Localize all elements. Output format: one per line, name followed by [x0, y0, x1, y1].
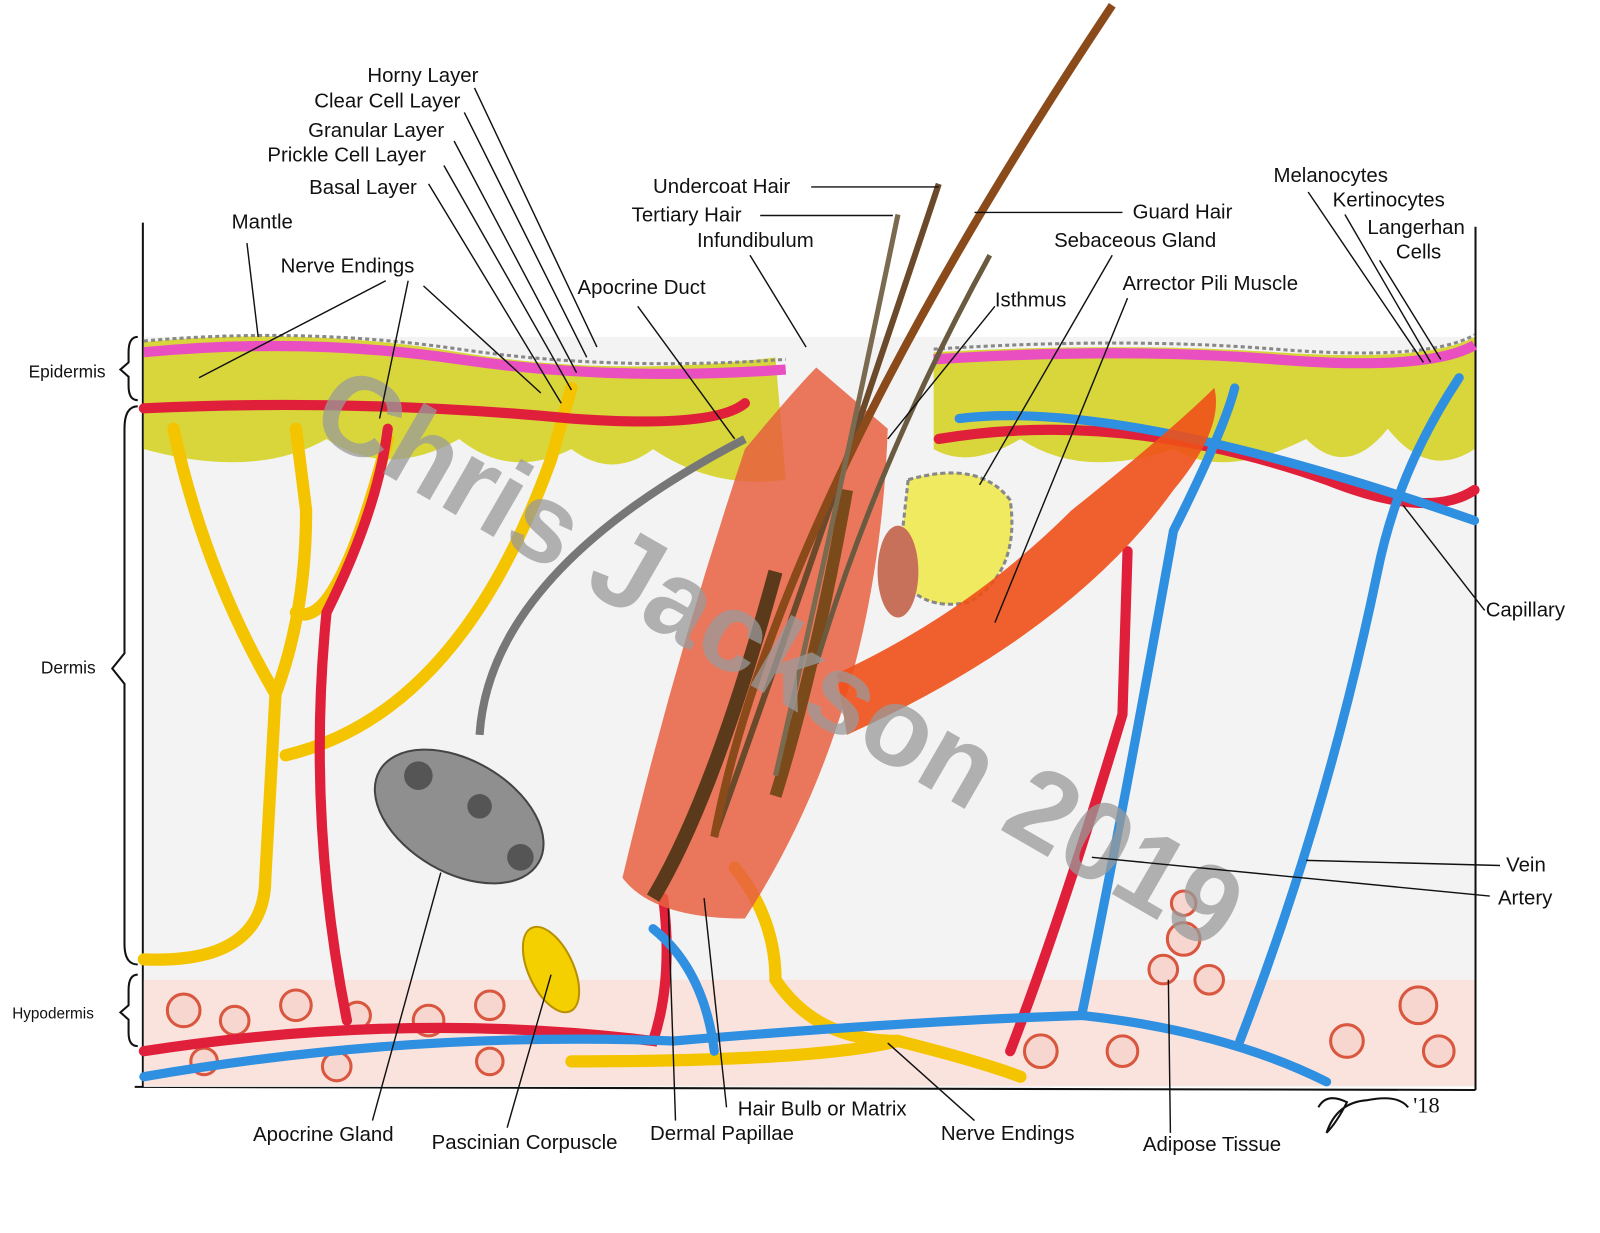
hypodermis-brace-icon: [118, 973, 138, 1048]
apocrine-gland: [373, 435, 747, 885]
label-adipose-tissue: Adipose Tissue: [1143, 1134, 1281, 1156]
label-melanocytes: Melanocytes: [1273, 165, 1387, 187]
label-vein: Vein: [1506, 855, 1546, 877]
label-epidermis: Epidermis: [29, 362, 106, 382]
label-hair-bulb: Hair Bulb or Matrix: [738, 1098, 907, 1120]
label-mantle: Mantle: [232, 212, 293, 234]
label-granular-layer: Granular Layer: [308, 120, 444, 142]
label-sebaceous-gland: Sebaceous Gland: [1054, 230, 1216, 252]
hair-follicle: [622, 3, 1116, 919]
pascinian-corpuscle: [521, 925, 581, 1014]
label-prickle-cell-layer: Prickle Cell Layer: [267, 144, 426, 166]
label-artery: Artery: [1498, 887, 1553, 909]
label-langerhan: Langerhan: [1367, 217, 1465, 239]
sebaceous-gland: [877, 471, 1014, 618]
leader-lines: [198, 87, 1501, 1133]
arteries: [138, 398, 1480, 1057]
label-pascinian-corpuscle: Pascinian Corpuscle: [432, 1132, 618, 1154]
undercoat-hair: [711, 182, 942, 838]
label-nerve-endings-bottom: Nerve Endings: [941, 1123, 1075, 1145]
arrector-pili-muscle: [836, 387, 1216, 735]
label-cells: Cells: [1396, 241, 1441, 263]
labels: Horny Layer Clear Cell Layer Granular La…: [12, 65, 1566, 1156]
label-hypodermis: Hypodermis: [12, 1006, 94, 1023]
label-arrector-pili-muscle: Arrector Pili Muscle: [1122, 273, 1298, 295]
label-guard-hair: Guard Hair: [1133, 202, 1233, 224]
label-apocrine-duct: Apocrine Duct: [578, 277, 706, 299]
label-clear-cell-layer: Clear Cell Layer: [314, 90, 460, 112]
label-horny-layer: Horny Layer: [367, 65, 478, 87]
artist-signature: '18: [1317, 1092, 1440, 1134]
label-isthmus: Isthmus: [995, 289, 1066, 311]
signature-year: '18: [1413, 1092, 1439, 1117]
label-apocrine-gland: Apocrine Gland: [253, 1124, 394, 1146]
label-tertiary-hair: Tertiary Hair: [632, 205, 742, 227]
layer-brackets: [110, 335, 138, 1048]
label-basal-layer: Basal Layer: [309, 177, 417, 199]
tertiary-hair: [773, 213, 901, 777]
label-dermis: Dermis: [41, 658, 96, 678]
label-undercoat-hair: Undercoat Hair: [653, 176, 790, 198]
label-dermal-papillae: Dermal Papillae: [650, 1123, 794, 1145]
label-infundibulum: Infundibulum: [697, 230, 814, 252]
label-nerve-endings-top: Nerve Endings: [281, 256, 415, 278]
label-capillary: Capillary: [1486, 600, 1566, 622]
label-kertinocytes: Kertinocytes: [1333, 189, 1445, 211]
